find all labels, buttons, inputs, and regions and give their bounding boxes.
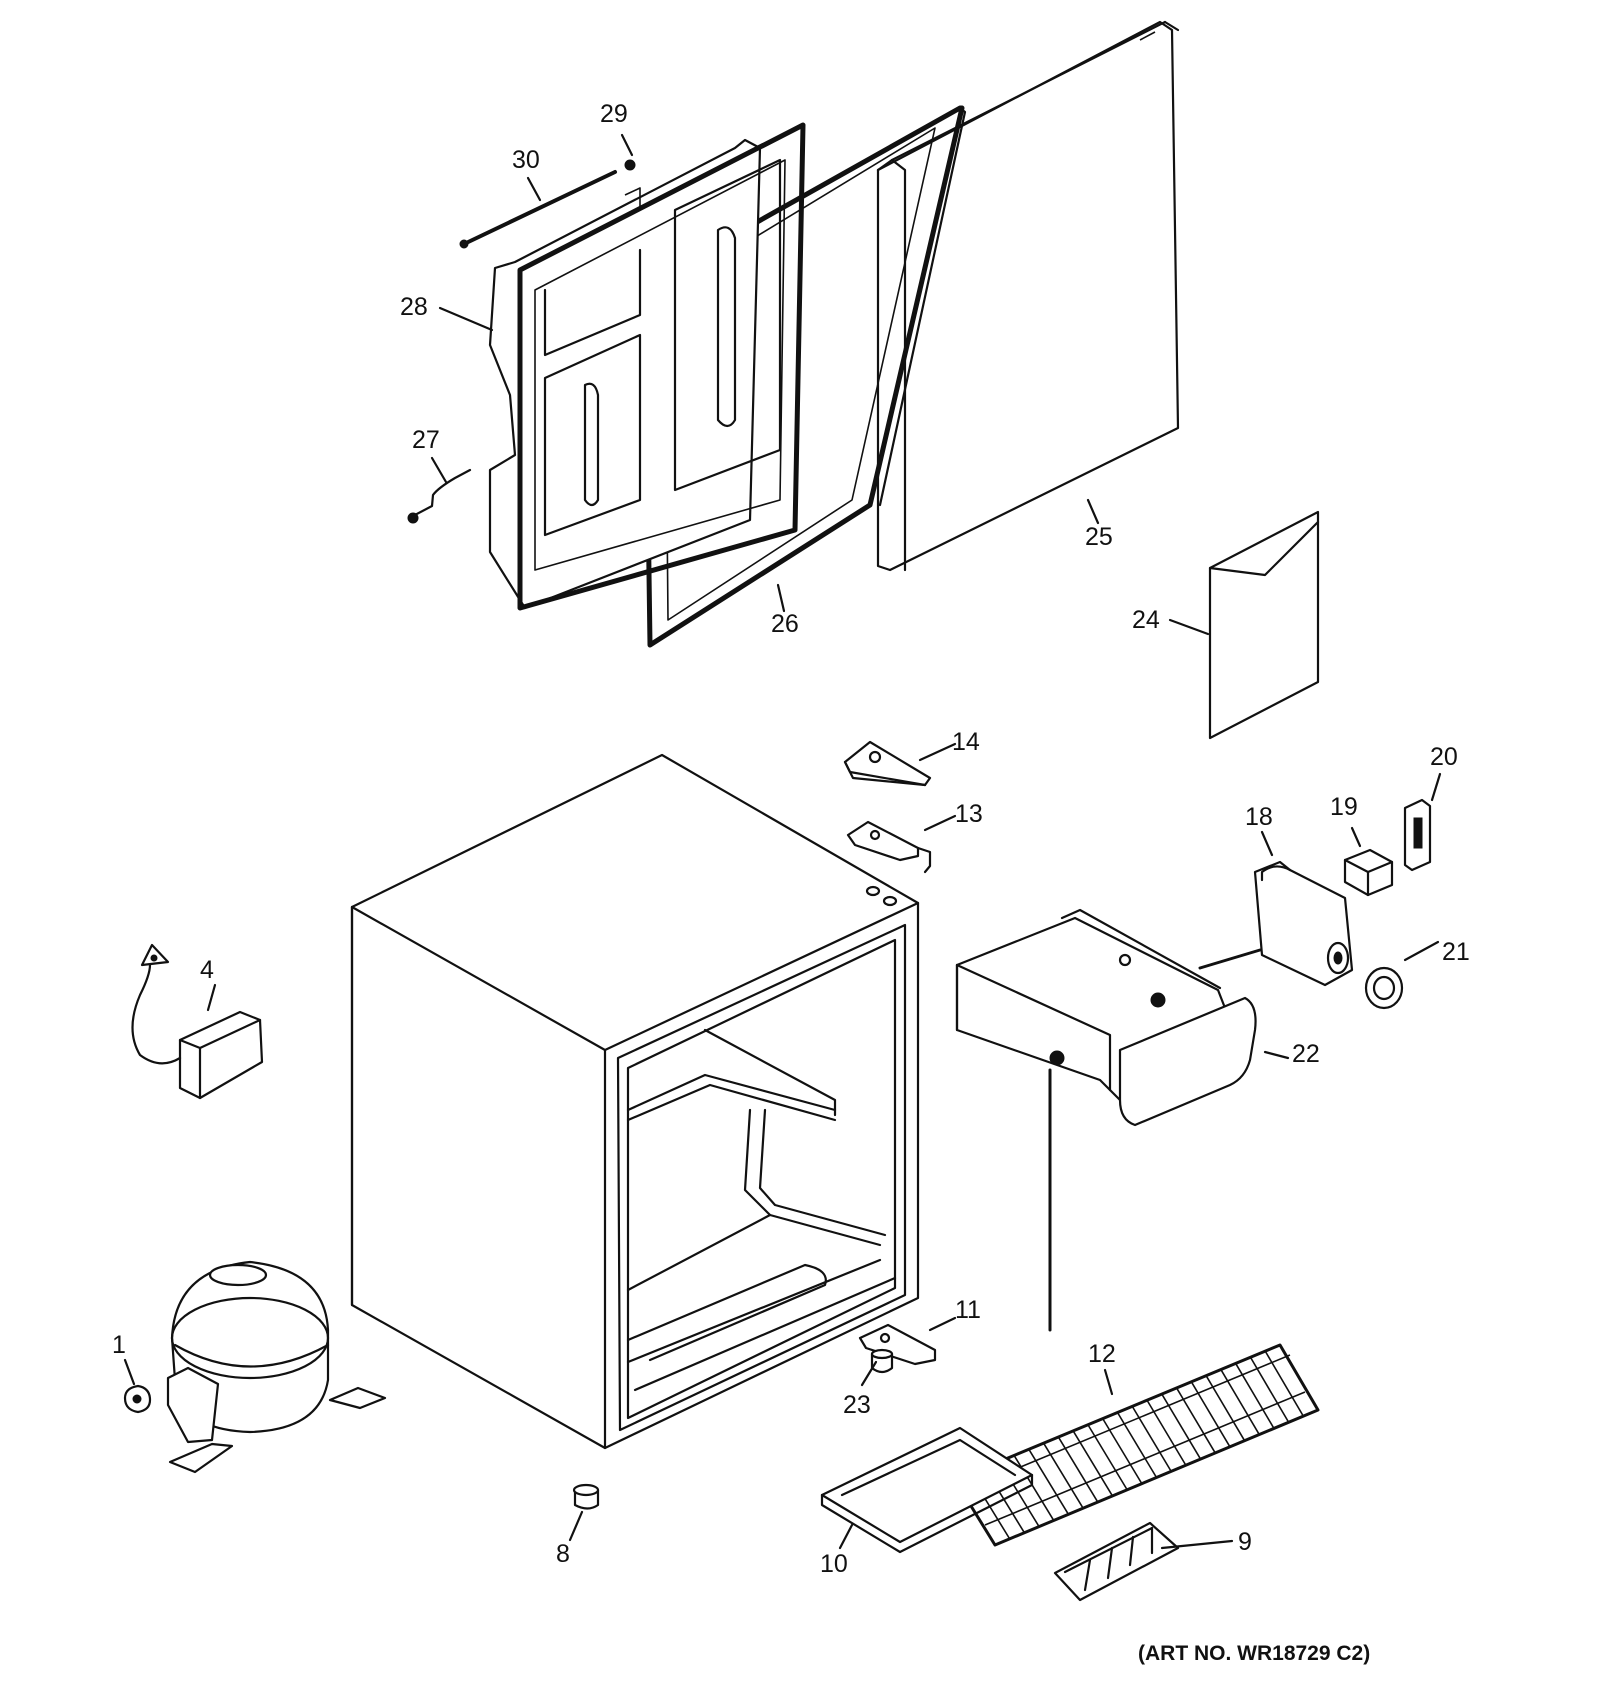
- shelf-wire: [1264, 1350, 1305, 1417]
- callout-23: 29: [600, 100, 628, 128]
- shelf-wire: [1042, 1442, 1084, 1509]
- part-20-terminal-plate: [1403, 798, 1432, 872]
- shelf-wire: [1234, 1363, 1275, 1429]
- cabinet: [350, 753, 920, 1450]
- shelf-wire: [1220, 1369, 1260, 1435]
- shelf-wire: [1131, 1405, 1172, 1472]
- callout-20: 20: [1430, 743, 1458, 771]
- callout-24: 30: [512, 146, 540, 174]
- callout-11: 11: [955, 1296, 981, 1324]
- shelf-wire: [1175, 1387, 1216, 1454]
- shelf-wire: [1116, 1412, 1158, 1478]
- shelf-wire: [1249, 1356, 1290, 1423]
- part-13-hinge-bracket: [846, 820, 932, 874]
- callout-12: 12: [1088, 1340, 1116, 1368]
- callout-28: 25: [1085, 523, 1113, 551]
- part-23-screw: [624, 159, 636, 171]
- shelf-wire: [1102, 1418, 1143, 1485]
- part-28-door: [876, 20, 1180, 572]
- callout-26: 28: [400, 293, 428, 321]
- callout-25: 27: [412, 426, 440, 454]
- callout-22: 22: [1292, 1040, 1320, 1068]
- callout-10: 10: [820, 1550, 848, 1578]
- part-10-drip-tray: [820, 1426, 1034, 1554]
- callout-9: 9: [1238, 1528, 1252, 1556]
- shelf-wire: [1013, 1455, 1055, 1521]
- part-26-door-liner: [488, 122, 806, 611]
- callout-21: 21: [1442, 938, 1470, 966]
- callout-18: 18: [1245, 803, 1273, 831]
- art-number: (ART NO. WR18729 C2): [1138, 1642, 1370, 1665]
- callout-4: 4: [200, 956, 214, 984]
- part-14-top-hinge: [843, 740, 932, 787]
- part-25-wire: [407, 468, 472, 524]
- part-9-ice-tray: [1053, 1521, 1180, 1602]
- part-4-power-cord: [131, 943, 264, 1100]
- part-22-control-housing: [955, 908, 1257, 1332]
- shelf-wire: [1190, 1381, 1231, 1448]
- callout-30: 24: [1132, 606, 1160, 634]
- leader-lines: [123, 133, 1442, 1550]
- part-1-overload-protector: [123, 1384, 152, 1414]
- callout-labels: 29 30 28 27 26 25 24 14 13 18 19 20 21 2…: [112, 100, 1470, 1665]
- shelf-wire: [1057, 1436, 1099, 1503]
- shelf-wire: [1161, 1393, 1202, 1460]
- callout-1: 1: [112, 1331, 126, 1359]
- part-12-wire-shelf: [953, 1343, 1320, 1547]
- part-8-leg: [572, 1483, 600, 1510]
- shelf-wire: [1028, 1448, 1070, 1515]
- part-21-control-knob: [1364, 966, 1404, 1010]
- callout-13: 13: [955, 800, 983, 828]
- shelf-wire: [1087, 1424, 1128, 1491]
- callout-14: 14: [952, 728, 980, 756]
- part-compressor: [166, 1260, 387, 1474]
- callout-27: 26: [771, 610, 799, 638]
- part-24-rod: [459, 170, 617, 249]
- shelf-wire: [1072, 1430, 1114, 1497]
- shelf-wire: [1146, 1399, 1187, 1466]
- part-30-owners-manual: [1208, 510, 1320, 740]
- part-18-thermostat-bracket: [1198, 860, 1354, 987]
- shelf-wire: [1205, 1375, 1246, 1442]
- callout-19: 19: [1330, 793, 1358, 821]
- part-11-bottom-hinge: [858, 1323, 937, 1366]
- part-29-leveling-leg: [870, 1348, 894, 1374]
- callout-29: 23: [843, 1391, 871, 1419]
- callout-8: 8: [556, 1540, 570, 1568]
- part-19-thermostat: [1343, 848, 1394, 897]
